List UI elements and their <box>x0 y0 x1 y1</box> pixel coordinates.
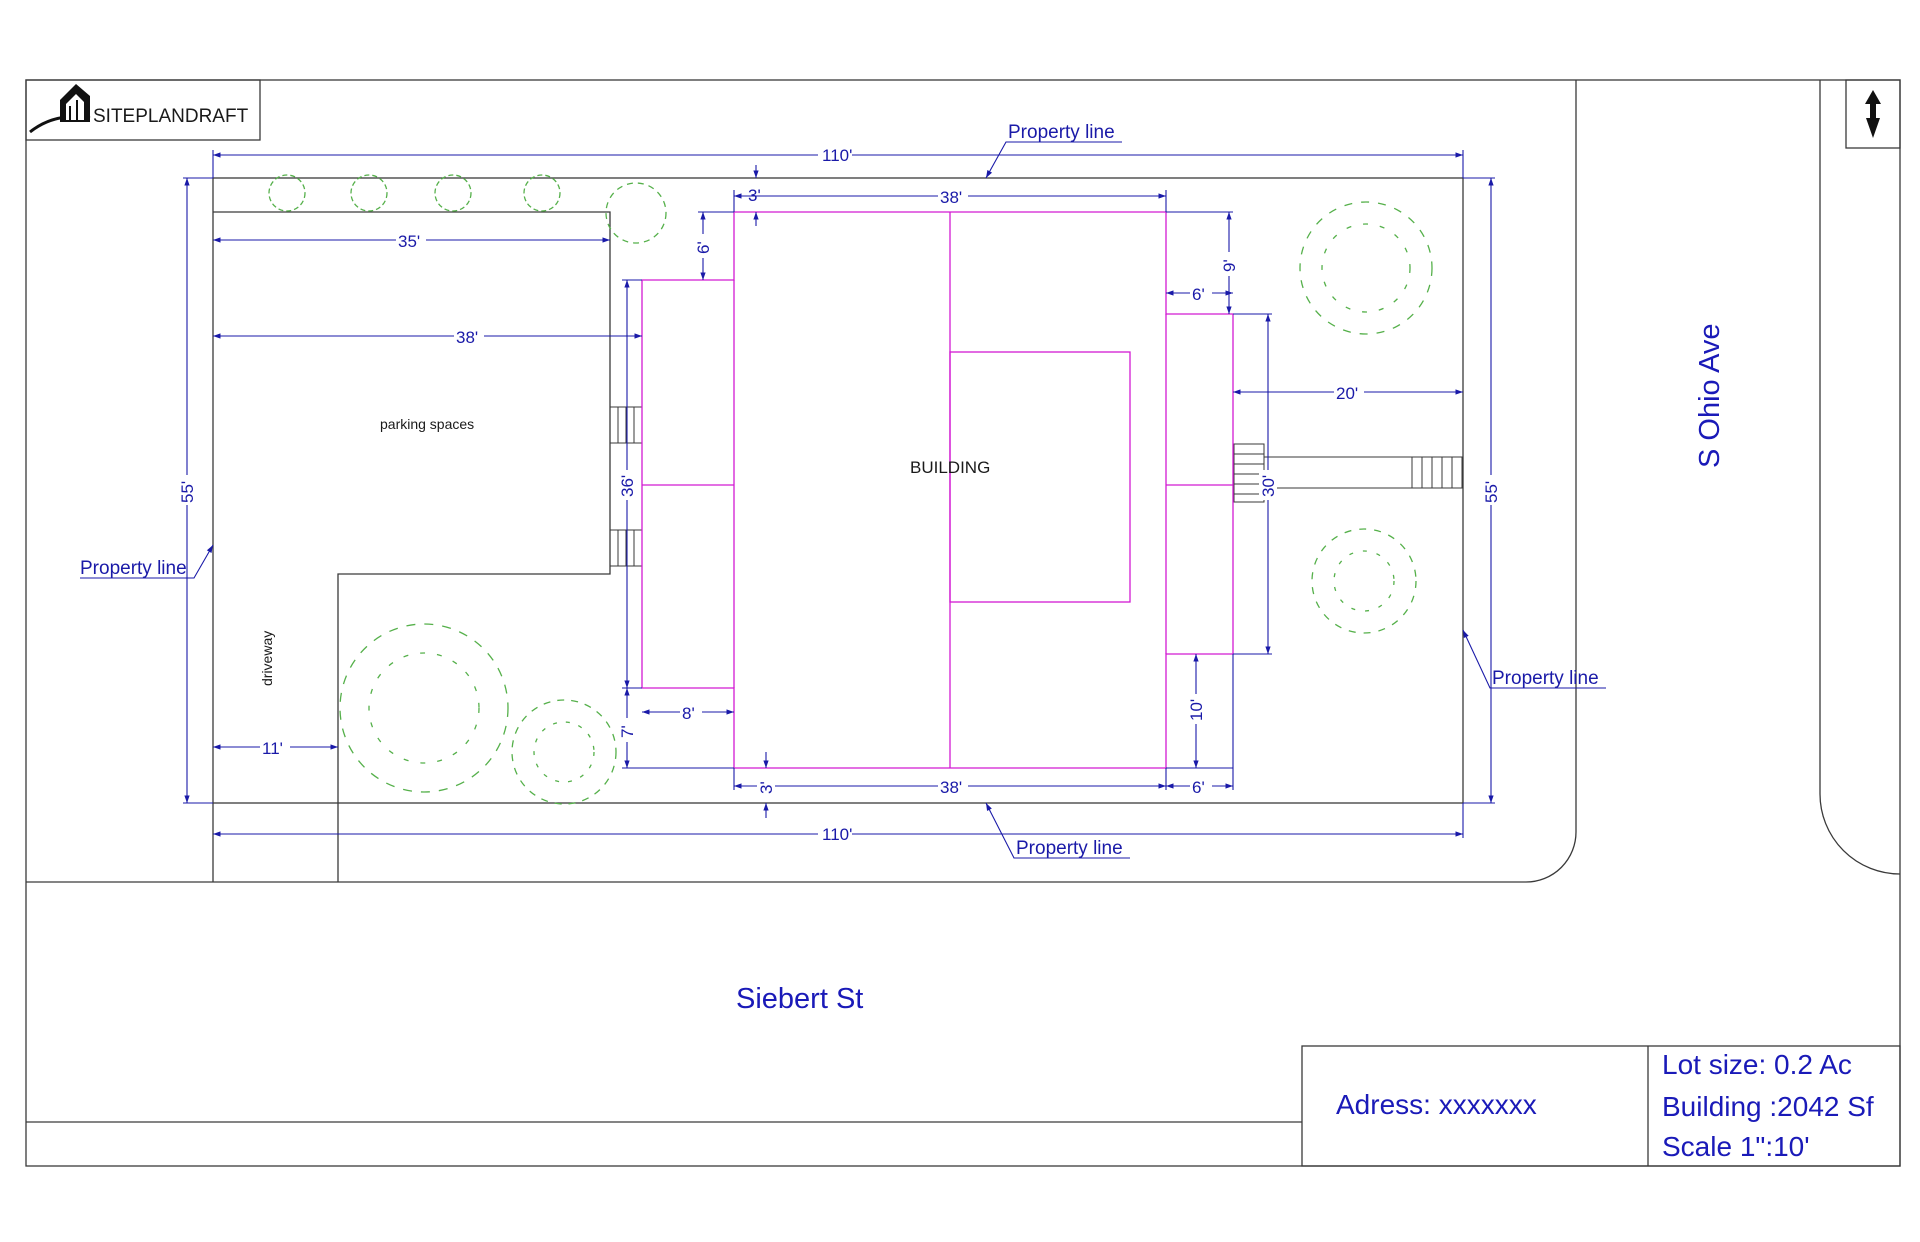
building-area-text: Building :2042 Sf <box>1662 1091 1874 1122</box>
dim-right-overall: 55' <box>1482 481 1501 503</box>
dim-driveway: 11' <box>262 739 283 758</box>
logo: SITEPLANDRAFT <box>25 79 261 141</box>
sheet-border <box>25 79 1901 1167</box>
shrub-row <box>268 174 667 244</box>
dim-left-notch-bottom: 7' <box>618 725 637 738</box>
dim-right-setback: 20' <box>1336 384 1358 403</box>
dim-left-overall: 55' <box>178 481 197 503</box>
property-line-label-bottom: Property line <box>1016 838 1123 859</box>
shrub-icon <box>605 182 667 244</box>
tree-icon <box>1333 550 1395 612</box>
dim-left-wing-height: 36' <box>618 475 637 497</box>
dim-setback-top: 3' <box>748 186 761 205</box>
dim-lot-width-left: 38' <box>456 328 478 347</box>
steps-left-lower <box>609 529 643 567</box>
dim-right-wing-depth-bottom: 6' <box>1192 778 1205 797</box>
street-curb-lines <box>26 80 1901 1123</box>
tree-icon <box>1311 528 1417 634</box>
dim-building-width-top: 38' <box>940 188 962 207</box>
north-arrow-icon <box>1865 90 1881 138</box>
lot-size-text: Lot size: 0.2 Ac <box>1662 1049 1852 1080</box>
street-name-ohio: S Ohio Ave <box>1694 323 1726 468</box>
address-text: Adress: xxxxxxx <box>1336 1089 1537 1120</box>
street-name-siebert: Siebert St <box>736 983 863 1015</box>
parking-label: parking spaces <box>380 416 474 432</box>
dimension-labels: 110' 110' 55' 55' 3' 38' 35' 38' 11' 36'… <box>178 146 1501 844</box>
property-line-label-left: Property line <box>80 558 187 579</box>
shrub-icon <box>523 174 561 212</box>
dim-right-notch-top: 9' <box>1220 259 1239 272</box>
north-arrow <box>1845 79 1901 149</box>
dim-top-overall: 110' <box>822 146 852 165</box>
tree-icon <box>533 721 595 783</box>
dim-left-notch-top: 6' <box>694 241 713 254</box>
shrub-icon <box>434 174 472 212</box>
dim-bottom-overall: 110' <box>822 825 852 844</box>
tree-icon <box>511 699 617 805</box>
info-block <box>1301 1045 1901 1167</box>
building-footprint <box>641 211 1234 769</box>
property-line-callouts: Property line Property line Property lin… <box>80 122 1606 859</box>
parking-outline <box>213 211 611 882</box>
dim-parking-width: 35' <box>398 232 420 251</box>
dim-right-notch-bottom: 10' <box>1187 699 1206 721</box>
driveway-label: driveway <box>259 631 275 686</box>
tree-icon <box>1299 201 1433 335</box>
lot-boundary <box>212 177 1464 882</box>
property-line-label-right: Property line <box>1492 668 1599 689</box>
building-logo-icon <box>29 84 91 134</box>
tree-icon <box>339 623 509 793</box>
tree-icon <box>368 652 480 764</box>
shrub-icon <box>268 174 306 212</box>
scale-text: Scale 1":10' <box>1662 1131 1810 1162</box>
tree-icon <box>1321 223 1411 313</box>
dimension-lines <box>183 150 1495 838</box>
property-line-label-top: Property line <box>1008 122 1115 143</box>
entry-walkway <box>1264 456 1463 489</box>
dim-building-width-bottom: 38' <box>940 778 962 797</box>
trees <box>339 201 1433 805</box>
dim-left-wing-depth: 8' <box>682 704 695 723</box>
logo-text: SITEPLANDRAFT <box>93 106 249 127</box>
dim-right-wing-depth-top: 6' <box>1192 285 1205 304</box>
steps-left-upper <box>609 406 643 444</box>
building-label: BUILDING <box>910 458 990 477</box>
shrub-icon <box>350 174 388 212</box>
dim-setback-bottom: 3' <box>757 781 776 794</box>
dim-right-wing-height: 30' <box>1259 475 1278 497</box>
